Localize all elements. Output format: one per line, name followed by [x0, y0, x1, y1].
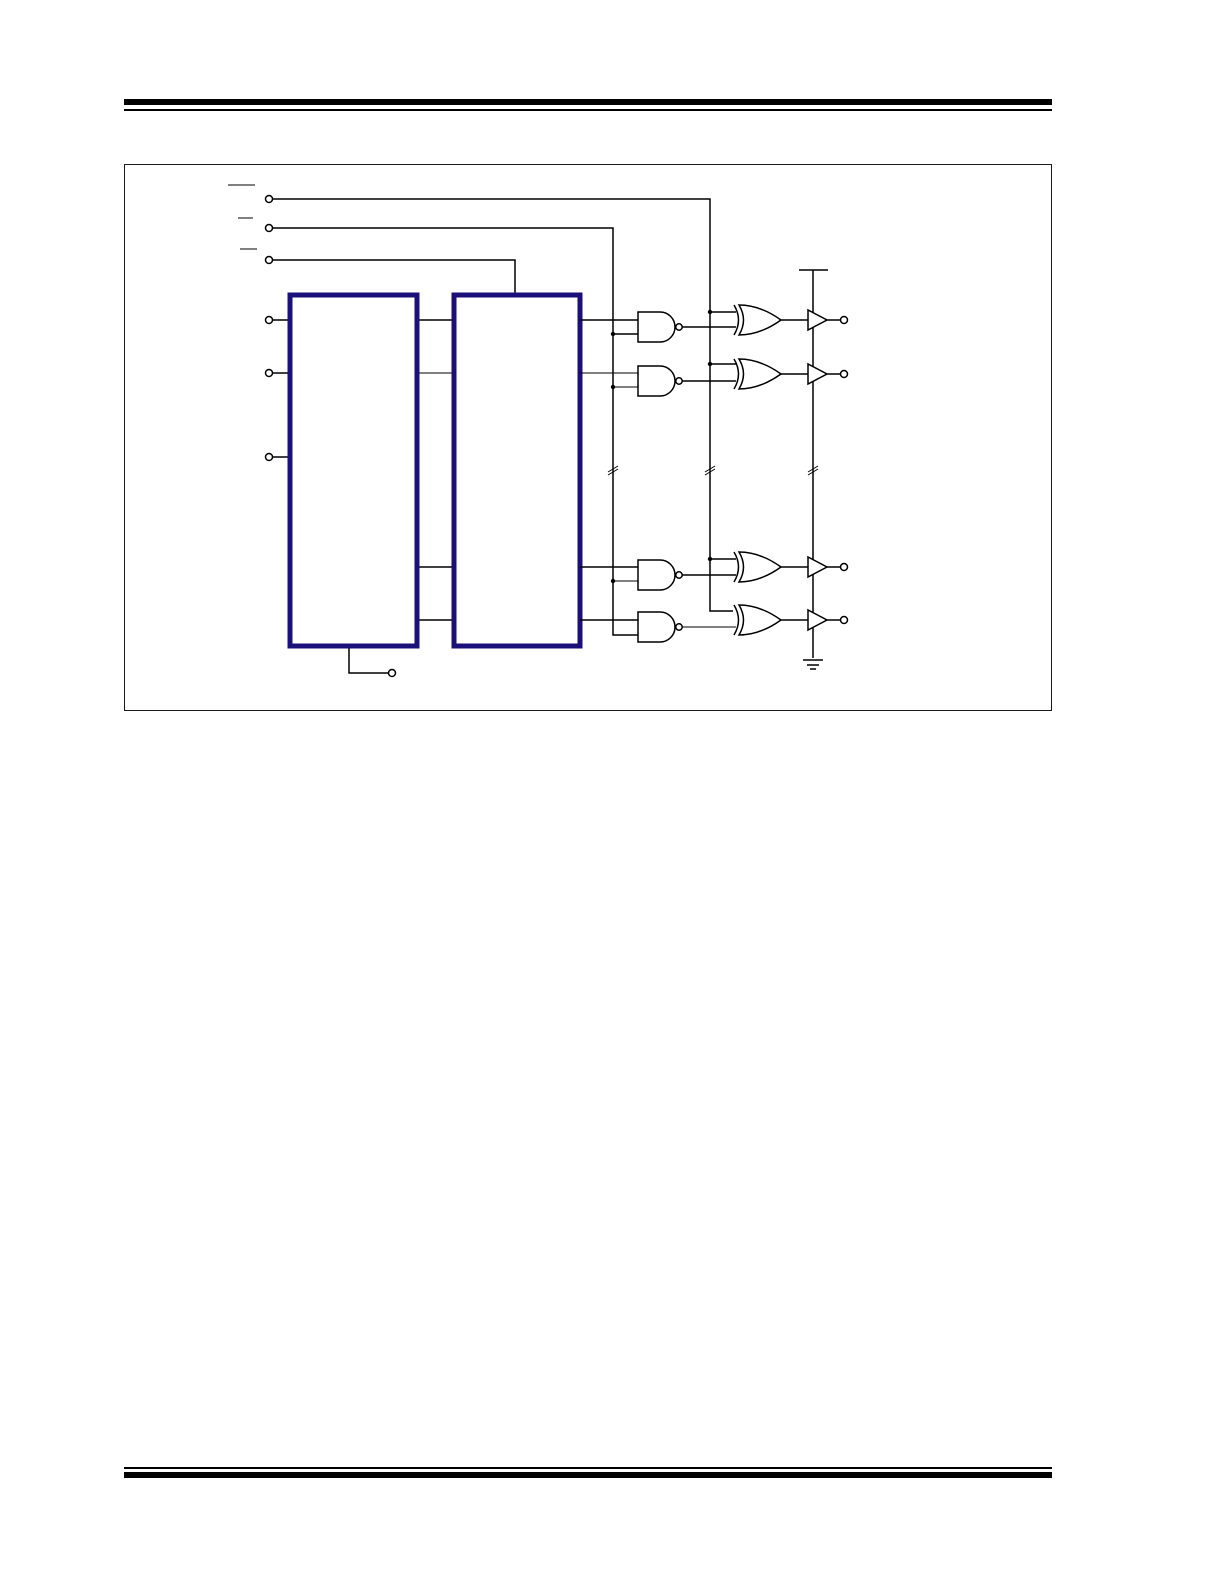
header-rule-thick — [124, 99, 1052, 105]
block-1 — [287, 292, 420, 649]
output-buffer-4 — [807, 608, 829, 632]
nand-gate-1 — [637, 311, 683, 343]
break-mark-bus-2 — [704, 465, 716, 476]
xor-gate-3 — [733, 551, 783, 583]
control-line-3 — [273, 259, 516, 294]
break-mark-bus-1 — [607, 465, 619, 476]
ground-symbol — [803, 659, 823, 670]
header-rule-thin — [124, 109, 1052, 111]
nand-gate-2 — [637, 365, 683, 397]
input-pin-circle-2 — [264, 368, 274, 378]
xor-gate-1 — [733, 304, 783, 336]
output-buffer-1 — [807, 308, 829, 332]
output-pin-1 — [839, 315, 849, 325]
nand-gate-3 — [637, 559, 683, 591]
input-pin-circle-3 — [264, 452, 274, 462]
output-buffer-3 — [807, 555, 829, 579]
block-2 — [451, 292, 583, 649]
control-pin-2 — [264, 223, 274, 233]
diagram-frame — [124, 164, 1052, 711]
output-pin-4 — [839, 615, 849, 625]
junction-dot — [707, 309, 713, 315]
junction-dot — [610, 384, 616, 390]
output-buffer-2 — [807, 362, 829, 386]
break-mark-bus-3 — [807, 465, 819, 476]
block1-bottom-pin — [387, 668, 397, 678]
junction-dot — [707, 361, 713, 367]
control-line-1 — [273, 198, 733, 612]
xor-gate-4 — [733, 604, 783, 636]
output-pin-3 — [839, 562, 849, 572]
xor-gate-2 — [733, 358, 783, 390]
input-pin-circle-1 — [264, 315, 274, 325]
junction-dot — [610, 331, 616, 337]
control-line-2 — [273, 227, 638, 636]
footer-rule-thin — [124, 1467, 1052, 1469]
output-pin-2 — [839, 369, 849, 379]
nand-gate-4 — [637, 611, 683, 643]
junction-dot — [610, 578, 616, 584]
control-pin-3 — [264, 255, 274, 265]
junction-dot — [707, 556, 713, 562]
control-pin-1 — [264, 194, 274, 204]
supply-rail — [799, 269, 828, 658]
footer-rule-thick — [124, 1472, 1052, 1478]
block1-bottom-pin-line — [348, 646, 388, 674]
